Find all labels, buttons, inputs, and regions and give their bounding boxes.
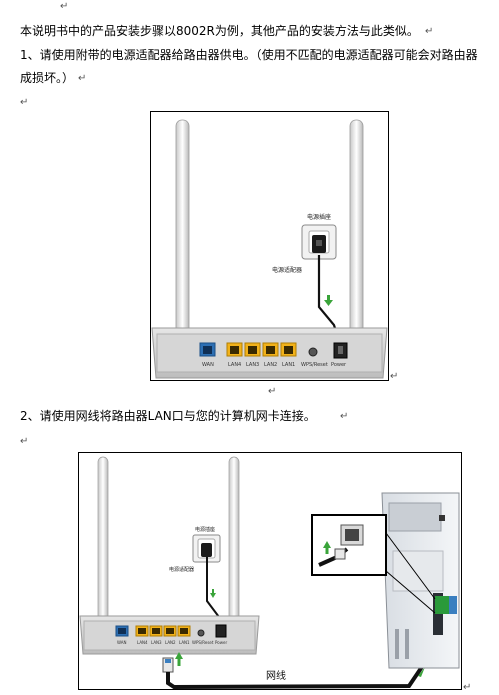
port-lan3 xyxy=(244,342,261,357)
socket-label: 电源插座 xyxy=(307,213,331,221)
power-socket xyxy=(192,534,221,563)
computer-tower xyxy=(381,492,460,669)
paragraph-mark: ↵ xyxy=(78,73,87,84)
right-antenna xyxy=(349,119,364,345)
step1-text-line2: 成损坏。） xyxy=(20,71,75,85)
down-arrow-icon xyxy=(324,295,333,306)
port-wan xyxy=(115,625,129,637)
port-label-lan4: LAN4 xyxy=(228,362,241,368)
nic-zoom-inset xyxy=(311,514,436,614)
router-power-illustration: 电源插座 电源适配器 xyxy=(151,119,388,379)
paragraph-mark: ↵ xyxy=(60,1,69,12)
down-arrow-icon xyxy=(210,589,216,598)
right-antenna xyxy=(228,456,240,640)
adapter-label: 电源适配器 xyxy=(272,266,302,274)
step2-text: 2、请使用网线将路由器LAN口与您的计算机网卡连接。 xyxy=(20,409,316,423)
port-label-lan1: LAN1 xyxy=(179,640,190,645)
intro-text: 本说明书中的产品安装步骤以8002R为例，其他产品的安装方法与此类似。 xyxy=(20,24,419,38)
port-label-lan3: LAN3 xyxy=(246,362,259,368)
power-port xyxy=(333,342,348,359)
port-label-wps: WPS/Reset xyxy=(301,362,328,368)
paragraph-mark: ↵ xyxy=(390,371,399,382)
port-lan2 xyxy=(262,342,279,357)
router-computer-illustration: 电源插座 电源适配器 xyxy=(79,456,460,689)
port-lan4 xyxy=(135,625,149,637)
cable-label: 网线 xyxy=(266,669,286,682)
paragraph-mark: ↵ xyxy=(425,26,434,37)
port-label-lan2: LAN2 xyxy=(165,640,176,645)
step1-text-line1: 1、请使用附带的电源适配器给路由器供电。（使用不匹配的电源适配器可能会对路由器 xyxy=(20,48,478,62)
port-lan2 xyxy=(163,625,177,637)
ethernet-plug xyxy=(162,657,174,673)
up-arrow-icon xyxy=(175,652,183,666)
figure-lan-connection: 电源插座 电源适配器 xyxy=(78,452,462,690)
wps-reset-button xyxy=(197,629,205,637)
port-label-lan3: LAN3 xyxy=(151,640,162,645)
paragraph-mark: ↵ xyxy=(463,682,472,693)
figure-power-connection: 电源插座 电源适配器 xyxy=(150,111,389,381)
wps-reset-button xyxy=(308,347,318,357)
adapter-label: 电源适配器 xyxy=(169,566,194,573)
port-label-lan2: LAN2 xyxy=(264,362,277,368)
left-antenna xyxy=(175,119,190,345)
socket-label: 电源插座 xyxy=(195,526,215,533)
port-lan1 xyxy=(177,625,191,637)
port-label-wan: WAN xyxy=(117,640,126,645)
paragraph-mark: ↵ xyxy=(268,386,277,397)
power-port xyxy=(215,624,227,638)
paragraph-mark: ↵ xyxy=(20,97,29,108)
port-wan xyxy=(199,342,216,357)
power-socket xyxy=(301,224,337,260)
paragraph-mark: ↵ xyxy=(340,411,349,422)
left-antenna xyxy=(97,456,109,640)
port-label-power: Power xyxy=(215,640,227,645)
port-label-lan4: LAN4 xyxy=(137,640,148,645)
port-label-wan: WAN xyxy=(202,362,214,368)
port-label-wps: WPS/Reset xyxy=(192,640,214,645)
port-label-power: Power xyxy=(331,362,347,368)
port-lan4 xyxy=(226,342,243,357)
nic-port-area xyxy=(435,596,457,614)
port-label-lan1: LAN1 xyxy=(282,362,295,368)
arrow-icon xyxy=(418,667,425,677)
paragraph-mark: ↵ xyxy=(20,436,29,447)
port-lan1 xyxy=(280,342,297,357)
port-lan3 xyxy=(149,625,163,637)
